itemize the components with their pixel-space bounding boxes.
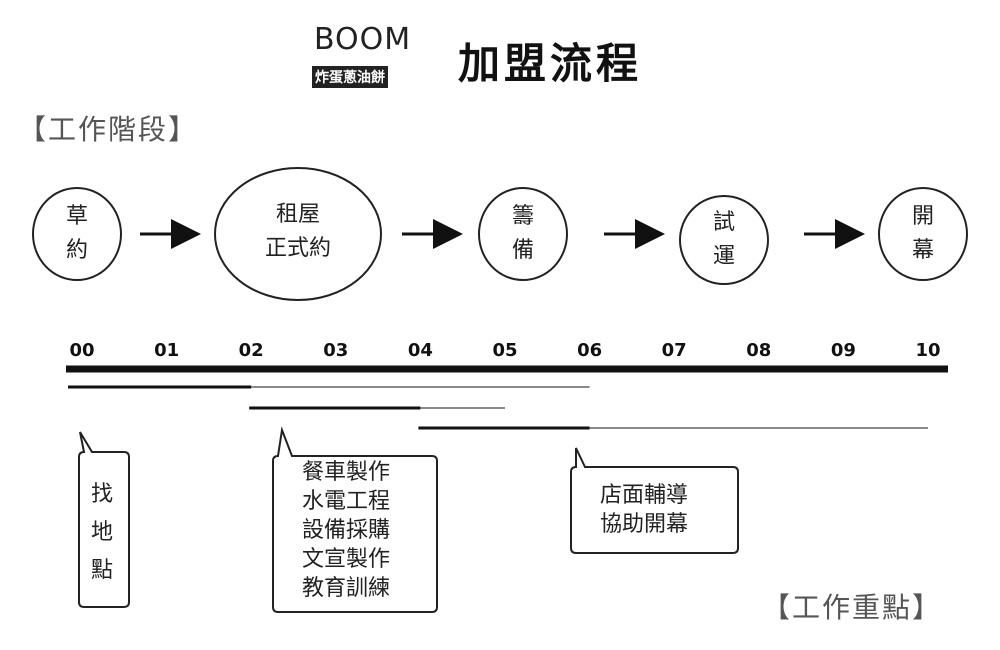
task-text-1: 找 地 點 [91, 482, 114, 583]
task-text-2: 餐車製作 水電工程 設備採購 文宣製作 教育訓練 [302, 460, 391, 601]
page-title: 加盟流程 [458, 39, 643, 88]
timeline-tick-05: 05 [492, 340, 518, 361]
stage-label-2: 租屋 正式約 [264, 202, 331, 261]
timeline-tick-02: 02 [238, 340, 264, 361]
logo-subtitle: 炸蛋蔥油餅 [312, 66, 388, 88]
stage-node-5 [878, 187, 968, 281]
stage-label-1: 草 約 [65, 204, 88, 263]
task-text-3: 店面輔導 協助開幕 [600, 483, 689, 537]
logo-text: BOOM [314, 22, 412, 57]
timeline-tick-00: 00 [69, 340, 95, 361]
stage-node-2 [214, 167, 382, 301]
task-bubble-1 [78, 431, 130, 608]
focus-section-label: 【工作重點】 [762, 591, 943, 624]
timeline-tick-10: 10 [915, 340, 941, 361]
stage-node-3 [478, 187, 568, 281]
timeline-tick-03: 03 [323, 340, 349, 361]
timeline-tick-08: 08 [746, 340, 772, 361]
stage-label-5: 開 幕 [911, 204, 934, 263]
timeline-tick-06: 06 [577, 340, 603, 361]
timeline-tick-07: 07 [661, 340, 687, 361]
timeline-ranges [68, 385, 928, 430]
task-bubble-2 [272, 426, 438, 613]
timeline-tick-04: 04 [407, 340, 433, 361]
timeline-tick-01: 01 [154, 340, 180, 361]
timeline-tick-09: 09 [830, 340, 856, 361]
stage-node-1 [32, 187, 122, 281]
task-bubble-3 [570, 447, 739, 554]
stage-node-4 [679, 195, 769, 285]
timeline-ticks: 00 01 02 03 04 05 06 07 08 09 10 [0, 340, 1000, 364]
stages-section-label: 【工作階段】 [18, 113, 199, 146]
stage-label-3: 籌 備 [511, 204, 534, 263]
logo: BOOM 炸蛋蔥油餅 [312, 20, 432, 90]
stage-label-4: 試 運 [712, 210, 735, 269]
